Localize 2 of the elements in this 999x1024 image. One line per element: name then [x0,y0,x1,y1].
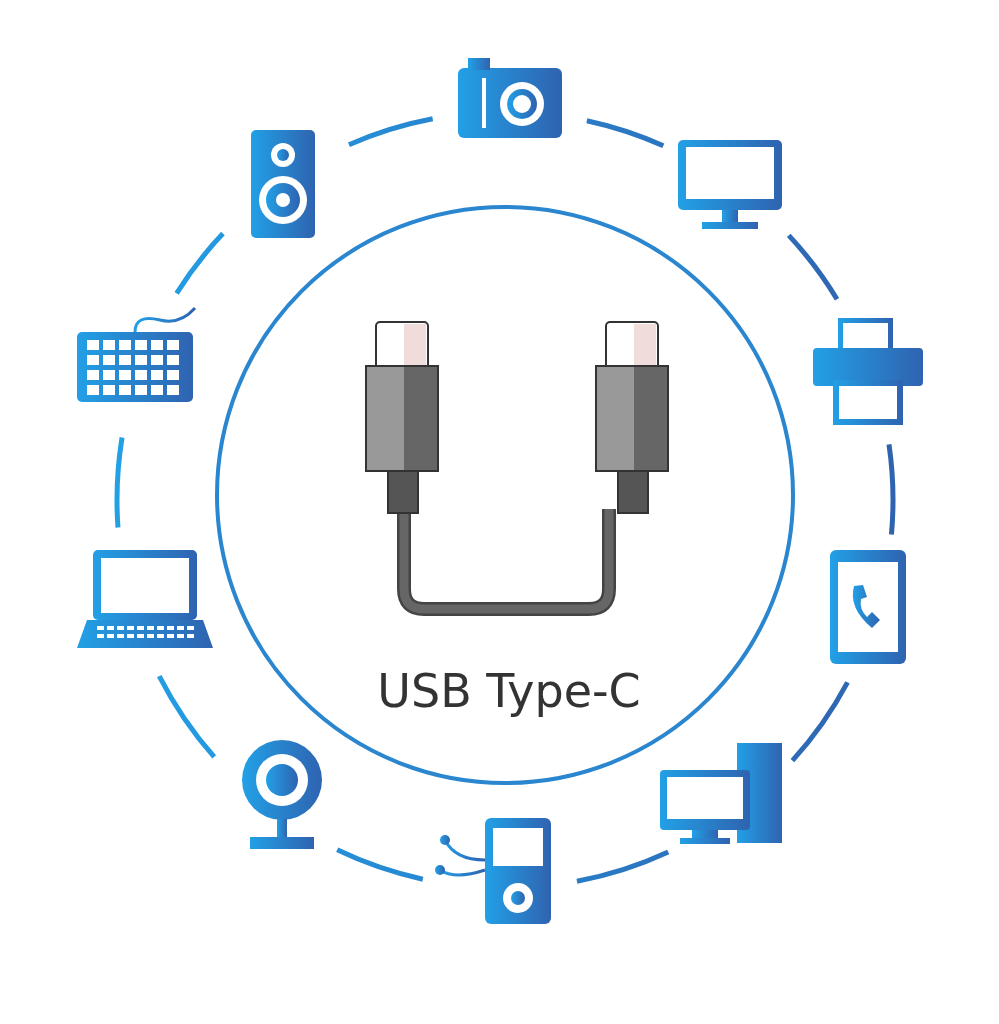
cable-label: USB Type-C [376,664,642,718]
circle-frame [215,205,795,785]
